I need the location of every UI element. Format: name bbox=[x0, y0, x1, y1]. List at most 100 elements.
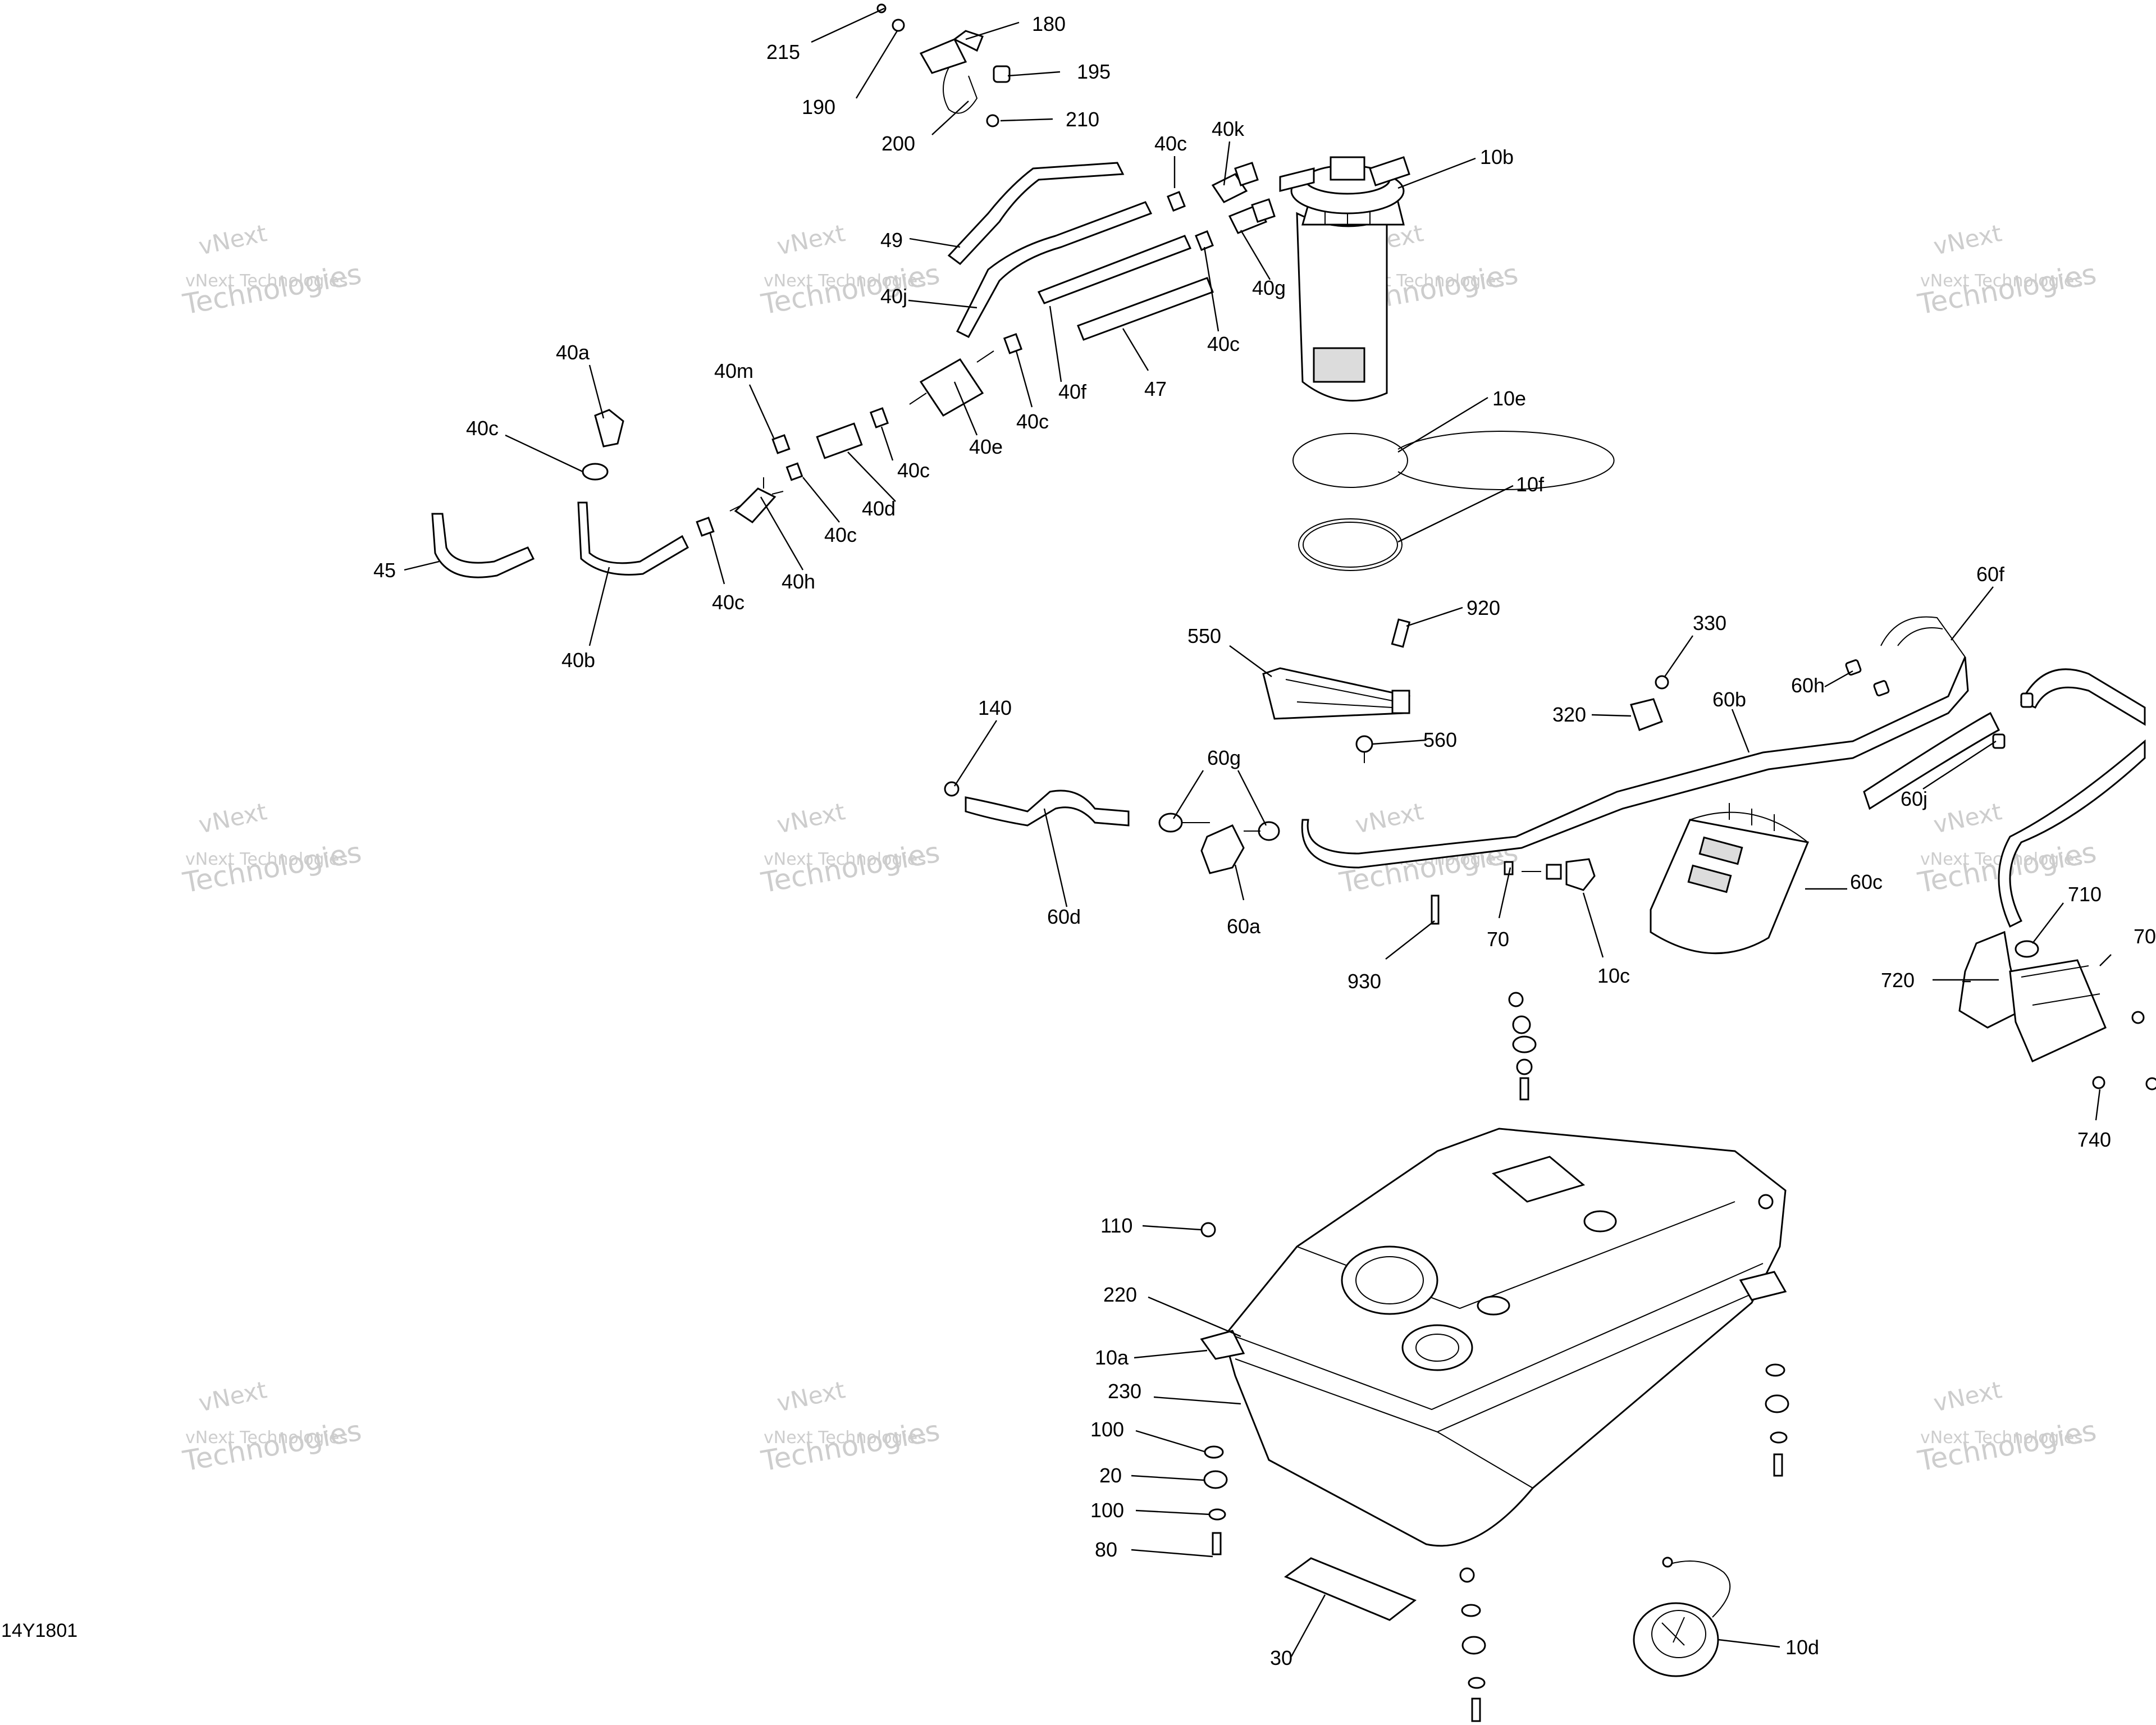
label-100-b: 100 bbox=[1090, 1499, 1124, 1522]
label-40b: 40b bbox=[561, 649, 595, 672]
svg-text:Technologies: Technologies bbox=[180, 1414, 364, 1478]
svg-text:vNext: vNext bbox=[1931, 797, 2004, 838]
label-20: 20 bbox=[1099, 1464, 1122, 1487]
label-45: 45 bbox=[373, 559, 396, 582]
svg-text:vNext Technologies: vNext Technologies bbox=[185, 850, 348, 869]
label-60a: 60a bbox=[1227, 915, 1261, 938]
label-70-right: 70 bbox=[2134, 925, 2156, 948]
bolt-stack-upper bbox=[1508, 992, 1537, 1101]
label-40h: 40h bbox=[782, 570, 815, 593]
svg-text:vNext Technologies: vNext Technologies bbox=[1920, 1428, 2083, 1448]
label-215: 215 bbox=[766, 40, 800, 63]
label-10b: 10b bbox=[1480, 145, 1514, 168]
label-40m: 40m bbox=[714, 359, 753, 382]
label-40k: 40k bbox=[1212, 117, 1245, 140]
label-710: 710 bbox=[2068, 883, 2102, 906]
label-40c-a: 40c bbox=[466, 417, 499, 440]
label-200: 200 bbox=[881, 132, 915, 155]
label-550: 550 bbox=[1187, 624, 1221, 647]
label-40a: 40a bbox=[556, 341, 590, 364]
watermark: vNext vNext Technologies Technologies bbox=[1915, 1376, 2099, 1477]
label-10a: 10a bbox=[1095, 1346, 1129, 1369]
label-195: 195 bbox=[1077, 60, 1111, 83]
label-60g: 60g bbox=[1207, 746, 1241, 769]
svg-text:vNext Technologies: vNext Technologies bbox=[764, 1428, 926, 1448]
washer-stack-left bbox=[1200, 1222, 1228, 1555]
label-140: 140 bbox=[978, 696, 1012, 719]
svg-text:vNext: vNext bbox=[1931, 219, 2004, 260]
svg-text:Technologies: Technologies bbox=[759, 836, 942, 900]
fuel-cap bbox=[1633, 1557, 1731, 1677]
label-40c-mid: 40c bbox=[1207, 332, 1240, 355]
watermark-line3: Technologies bbox=[180, 258, 364, 321]
label-210: 210 bbox=[1066, 108, 1099, 131]
sensor-550 bbox=[1262, 618, 1411, 763]
svg-text:vNext: vNext bbox=[774, 1376, 847, 1417]
label-60h: 60h bbox=[1791, 674, 1825, 697]
watermark: vNext vNext Technologies Technologies bbox=[180, 797, 364, 899]
fuel-pump-module bbox=[1279, 156, 1410, 402]
hoses-breather bbox=[1301, 616, 2146, 928]
label-320: 320 bbox=[1552, 703, 1586, 726]
washer-stack-right bbox=[1758, 1194, 1789, 1477]
fittings-middle bbox=[696, 333, 1023, 537]
hoses-upper bbox=[947, 162, 1276, 341]
label-80: 80 bbox=[1095, 1538, 1117, 1561]
watermark-line1: vNext bbox=[196, 219, 269, 260]
svg-text:vNext Technologies: vNext Technologies bbox=[1920, 271, 2083, 291]
label-49: 49 bbox=[880, 229, 903, 252]
valve-60a bbox=[944, 781, 1596, 925]
svg-text:vNext: vNext bbox=[1931, 1376, 2004, 1417]
label-220: 220 bbox=[1103, 1283, 1137, 1306]
label-40c-b: 40c bbox=[1016, 410, 1049, 433]
svg-text:Technologies: Technologies bbox=[759, 258, 942, 321]
charcoal-canister bbox=[1650, 803, 1810, 955]
label-740: 740 bbox=[2077, 1128, 2111, 1151]
label-10e: 10e bbox=[1492, 387, 1526, 410]
label-100-a: 100 bbox=[1090, 1418, 1124, 1441]
label-60f: 60f bbox=[1976, 563, 2005, 586]
svg-text:Technologies: Technologies bbox=[180, 836, 364, 900]
label-110: 110 bbox=[1100, 1214, 1132, 1237]
svg-text:vNext Technologies: vNext Technologies bbox=[764, 271, 926, 291]
svg-text:vNext Technologies: vNext Technologies bbox=[185, 1428, 348, 1448]
svg-text:vNext: vNext bbox=[196, 1376, 269, 1417]
label-10d: 10d bbox=[1785, 1636, 1819, 1659]
label-60c: 60c bbox=[1850, 870, 1883, 893]
label-47: 47 bbox=[1144, 377, 1167, 400]
watermark: vNext vNext Technologies Technologies bbox=[759, 797, 942, 899]
watermark-line2: vNext Technologies bbox=[185, 271, 348, 291]
svg-text:vNext: vNext bbox=[774, 219, 847, 260]
label-720: 720 bbox=[1881, 969, 1915, 992]
label-930: 930 bbox=[1347, 970, 1381, 993]
label-60j: 60j bbox=[1901, 787, 1927, 810]
adhesive-pad bbox=[1283, 1557, 1417, 1621]
svg-text:vNext: vNext bbox=[196, 797, 269, 838]
label-40f: 40f bbox=[1058, 380, 1087, 403]
label-70: 70 bbox=[1487, 928, 1509, 951]
label-40j: 40j bbox=[880, 285, 907, 308]
svg-text:vNext: vNext bbox=[774, 797, 847, 838]
label-40e: 40e bbox=[969, 435, 1003, 458]
clamp-assembly bbox=[876, 3, 1011, 127]
label-40d: 40d bbox=[862, 497, 896, 520]
watermark: vNext vNext Technologies Technologies bbox=[180, 1376, 364, 1477]
callout-labels: 215 180 195 190 210 200 40c 40k 10b 49 4… bbox=[373, 12, 2156, 1669]
watermark: vNext vNext Technologies Technologies bbox=[759, 219, 942, 321]
svg-text:Technologies: Technologies bbox=[759, 1414, 942, 1478]
label-180: 180 bbox=[1032, 12, 1066, 35]
label-330: 330 bbox=[1693, 611, 1726, 635]
diagram-code: 14Y1801 bbox=[1, 1620, 78, 1641]
label-40g: 40g bbox=[1252, 276, 1286, 299]
label-60b: 60b bbox=[1712, 688, 1746, 711]
parts bbox=[431, 3, 2156, 1722]
label-920: 920 bbox=[1467, 596, 1500, 619]
rings bbox=[1292, 431, 1615, 571]
label-40c-d: 40c bbox=[824, 523, 857, 546]
label-10f: 10f bbox=[1516, 473, 1545, 496]
label-560: 560 bbox=[1423, 728, 1457, 751]
label-230: 230 bbox=[1108, 1380, 1141, 1403]
label-60d: 60d bbox=[1047, 905, 1081, 928]
